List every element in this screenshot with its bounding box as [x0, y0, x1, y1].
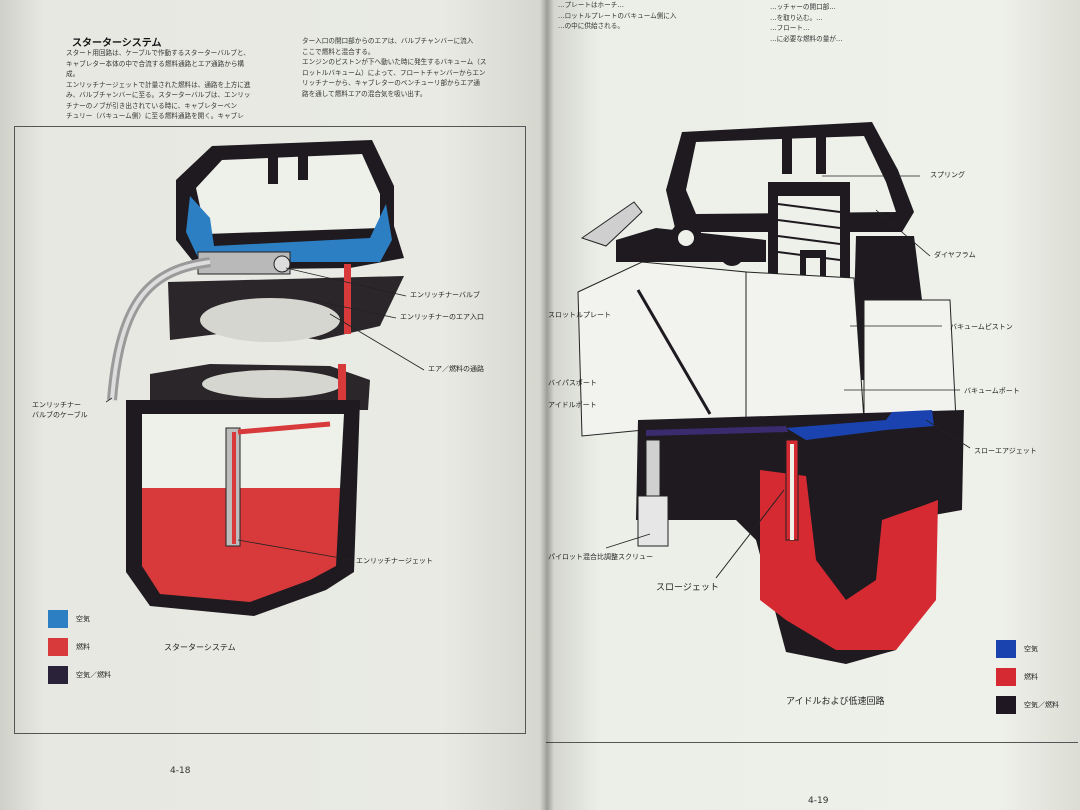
air-region — [186, 196, 392, 262]
legend-swatch-air-fuel — [996, 696, 1016, 714]
callout-air-fuel-passage: エア／燃料の通路 — [428, 365, 484, 373]
callout-vacuum-piston: バキュームピストン — [950, 323, 1013, 331]
venturi-section — [577, 261, 747, 437]
idle-circuit-figure-frame — [546, 122, 1078, 743]
starter-system-diagram — [105, 140, 425, 616]
legend-swatch-fuel — [48, 638, 68, 656]
right-top-paragraph: …プレートはホーチ… …ロットルプレートのバキューム側に入 …の中に供給される。 — [558, 1, 677, 30]
legend-item-air: 空気 — [48, 610, 111, 628]
section-title: スターターシステム — [72, 38, 162, 49]
intro-paragraph: スタート用回路は、ケーブルで作動するスターターバルブと、 キャブレター本体の中で… — [66, 49, 251, 120]
figure-caption-idle: アイドルおよび低速回路 — [786, 697, 885, 707]
legend-swatch-air — [996, 640, 1016, 658]
mixture-screw — [637, 495, 669, 547]
divider-wall-2 — [298, 148, 308, 180]
legend-swatch-air — [48, 610, 68, 628]
legend-item-fuel: 燃料 — [996, 668, 1059, 686]
legend-swatch-fuel — [996, 668, 1016, 686]
starter-system-figure-frame — [14, 126, 526, 734]
right-top-paragraph-2: …ッチャーの開口部… …を取り込む。… …フロート… …に必要な燃料の量が… — [770, 3, 843, 43]
throttle-plate-line — [636, 289, 712, 415]
book-gutter — [540, 0, 554, 810]
figure-caption-starter: スターターシステム — [164, 643, 236, 652]
fuel-passage-pipe — [344, 264, 351, 334]
callout-vacuum-port: バキュームポート — [964, 387, 1020, 395]
right-page: …プレートはホーチ… …ロットルプレートのバキューム側に入 …の中に供給される。… — [546, 0, 1080, 810]
legend-swatch-air-fuel — [48, 666, 68, 684]
callout-bypass-port: バイパスポート — [548, 379, 597, 387]
legend-item-air: 空気 — [996, 640, 1059, 658]
callout-enricher-valve: エンリッチナーバルブ — [410, 291, 480, 299]
callout-slow-air-jet: スローエアジェット — [974, 447, 1037, 455]
upper-chamber-interior — [196, 154, 380, 234]
float-bowl-interior — [142, 414, 344, 488]
page-number-right: 4-19 — [808, 796, 829, 806]
callout-enricher-cable: エンリッチナー バルブのケーブル — [32, 401, 88, 419]
legend-item-air-fuel: 空気／燃料 — [48, 666, 111, 684]
legend-item-air-fuel: 空気／燃料 — [996, 696, 1059, 714]
left-page: スターターシステム スタート用回路は、ケーブルで作動するスターターバルブと、 キ… — [0, 0, 552, 810]
legend-item-fuel: 燃料 — [48, 638, 111, 656]
divider-wall — [268, 148, 278, 184]
right-fuel-region — [760, 470, 938, 650]
right-legend: 空気 燃料 空気／燃料 — [996, 640, 1059, 714]
callout-slow-jet: スロージェット — [656, 583, 719, 593]
fuel-region — [142, 488, 340, 602]
callout-spring: スプリング — [930, 171, 965, 179]
idle-circuit-diagram — [577, 122, 971, 664]
choke-lever — [580, 201, 643, 247]
intro-paragraph-col2: ター入口の開口部からのエアは、バルブチャンバーに流入 ここで燃料と混合する。 エ… — [302, 37, 487, 98]
valve-ball — [273, 255, 291, 273]
page-number-left: 4-18 — [170, 766, 191, 776]
callout-throttle-plate: スロットルプレート — [548, 311, 611, 319]
callout-enricher-jet: エンリッチナージェット — [356, 557, 433, 565]
callout-idle-port: アイドルポート — [548, 401, 597, 409]
callout-diaphragm: ダイヤフラム — [934, 251, 976, 259]
callout-enricher-air-inlet: エンリッチナーのエア入口 — [400, 313, 484, 321]
slow-air-channel — [786, 410, 934, 440]
left-legend: 空気 燃料 空気／燃料 — [48, 610, 111, 684]
callout-mixture-screw: パイロット混合比調整スクリュー — [548, 553, 653, 561]
